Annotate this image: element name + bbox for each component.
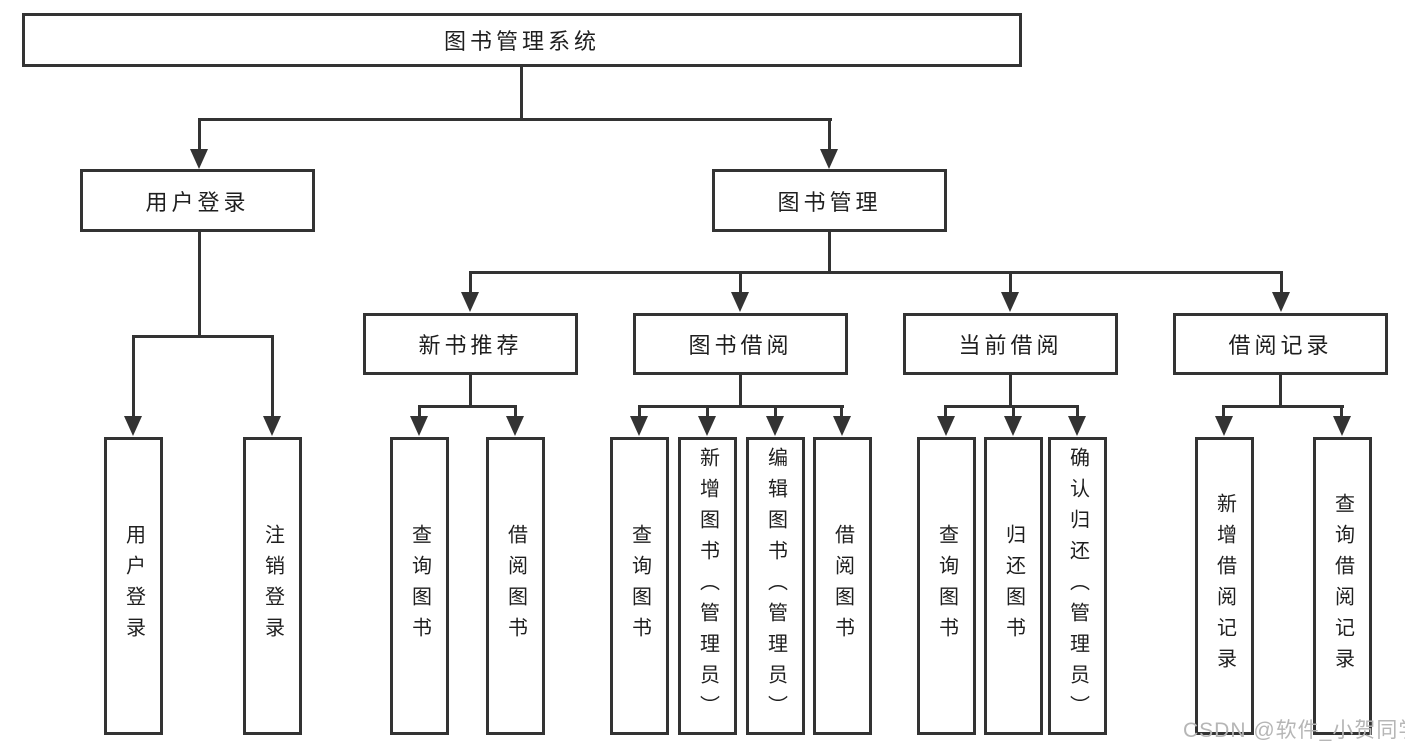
node-leaf-add-borrow-record: 新增借阅记录 [1195, 437, 1254, 735]
node-book-management: 图书管理 [712, 169, 947, 232]
node-label: 图书借阅 [688, 333, 793, 358]
connector-hline [418, 405, 517, 408]
arrowhead-down-icon [124, 416, 142, 436]
node-leaf-return-books: 归还图书 [984, 437, 1043, 735]
node-label: 图书管理 [777, 189, 882, 215]
node-leaf-borrow-books-recommend: 借阅图书 [486, 437, 545, 735]
connector-vline [706, 405, 709, 418]
connector-hline [1222, 405, 1344, 408]
connector-vline [271, 335, 274, 417]
node-book-borrowing: 图书借阅 [633, 313, 848, 375]
connector-hline [469, 271, 1283, 274]
node-borrowing-records: 借阅记录 [1173, 313, 1388, 375]
arrowhead-down-icon [1272, 292, 1290, 312]
arrowhead-down-icon [766, 416, 784, 436]
connector-vline [520, 67, 523, 120]
node-label: 借阅记录 [1228, 333, 1333, 358]
node-label: 新书推荐 [418, 333, 523, 358]
node-label: 新增图书（管理员） [696, 446, 719, 726]
node-leaf-edit-books-admin: 编辑图书（管理员） [746, 437, 805, 735]
connector-hline [198, 118, 832, 121]
arrowhead-down-icon [1068, 416, 1086, 436]
connector-vline [1279, 375, 1282, 407]
node-label: 借阅图书 [504, 524, 527, 648]
node-label: 查询图书 [935, 524, 958, 648]
node-label: 编辑图书（管理员） [764, 446, 787, 726]
node-leaf-logout: 注销登录 [243, 437, 302, 735]
node-label: 新增借阅记录 [1213, 493, 1236, 679]
connector-vline [828, 232, 831, 273]
connector-vline [638, 405, 641, 418]
arrowhead-down-icon [820, 149, 838, 169]
connector-hline [944, 405, 1079, 408]
connector-vline [469, 271, 472, 294]
arrowhead-down-icon [1001, 292, 1019, 312]
connector-vline [1340, 405, 1343, 418]
node-leaf-query-borrow-record: 查询借阅记录 [1313, 437, 1372, 735]
arrowhead-down-icon [410, 416, 428, 436]
connector-vline [774, 405, 777, 418]
node-label: 查询借阅记录 [1331, 493, 1354, 679]
connector-vline [1280, 271, 1283, 294]
node-new-book-recommendation: 新书推荐 [363, 313, 578, 375]
arrowhead-down-icon [461, 292, 479, 312]
connector-vline [418, 405, 421, 418]
node-label: 当前借阅 [958, 333, 1063, 358]
node-label: 图书管理系统 [443, 29, 600, 54]
node-leaf-user-login: 用户登录 [104, 437, 163, 735]
connector-hline [638, 405, 844, 408]
arrowhead-down-icon [1333, 416, 1351, 436]
connector-vline [514, 405, 517, 418]
node-label: 用户登录 [145, 189, 250, 215]
connector-vline [132, 335, 135, 417]
connector-vline [198, 232, 201, 337]
arrowhead-down-icon [698, 416, 716, 436]
node-label: 注销登录 [261, 524, 284, 648]
node-label: 查询图书 [628, 524, 651, 648]
arrowhead-down-icon [937, 416, 955, 436]
node-leaf-add-books-admin: 新增图书（管理员） [678, 437, 737, 735]
connector-vline [198, 118, 201, 150]
connector-vline [840, 405, 843, 418]
connector-vline [739, 271, 742, 294]
node-leaf-query-books-borrow: 查询图书 [610, 437, 669, 735]
node-label: 查询图书 [408, 524, 431, 648]
node-leaf-confirm-return-admin: 确认归还（管理员） [1048, 437, 1107, 735]
arrowhead-down-icon [630, 416, 648, 436]
node-label: 归还图书 [1002, 524, 1025, 648]
csdn-watermark: CSDN @软件_小贺同学 [1183, 719, 1405, 742]
node-label: 借阅图书 [831, 524, 854, 648]
arrowhead-down-icon [1215, 416, 1233, 436]
node-leaf-query-books-recommend: 查询图书 [390, 437, 449, 735]
node-label: 确认归还（管理员） [1066, 446, 1089, 726]
arrowhead-down-icon [731, 292, 749, 312]
arrowhead-down-icon [190, 149, 208, 169]
connector-vline [828, 118, 831, 150]
arrowhead-down-icon [263, 416, 281, 436]
node-user-login: 用户登录 [80, 169, 315, 232]
connector-vline [469, 375, 472, 407]
connector-vline [1222, 405, 1225, 418]
connector-vline [1076, 405, 1079, 418]
node-leaf-query-books-current: 查询图书 [917, 437, 976, 735]
connector-vline [1009, 375, 1012, 407]
node-library-management-system: 图书管理系统 [22, 13, 1022, 67]
connector-hline [132, 335, 274, 338]
arrowhead-down-icon [1004, 416, 1022, 436]
arrowhead-down-icon [833, 416, 851, 436]
node-current-borrowing: 当前借阅 [903, 313, 1118, 375]
connector-vline [739, 375, 742, 407]
node-label: 用户登录 [122, 524, 145, 648]
connector-vline [944, 405, 947, 418]
arrowhead-down-icon [506, 416, 524, 436]
connector-vline [1012, 405, 1015, 418]
connector-vline [1009, 271, 1012, 294]
node-leaf-borrow-books: 借阅图书 [813, 437, 872, 735]
